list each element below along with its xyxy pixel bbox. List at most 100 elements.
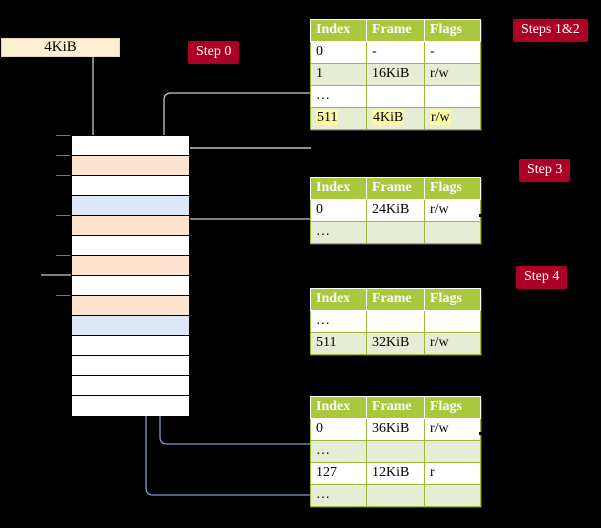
column-header-flags: Flags bbox=[424, 288, 481, 311]
size-label-box: 4KiB bbox=[1, 38, 120, 57]
table-header-row: Index Frame Flags bbox=[310, 177, 481, 200]
memory-tick bbox=[56, 155, 70, 156]
memory-row bbox=[72, 256, 189, 276]
highlighted-value: 511 bbox=[316, 110, 339, 125]
badge-step-3: Step 3 bbox=[519, 159, 571, 182]
memory-row bbox=[72, 276, 189, 296]
cell-index: … bbox=[310, 484, 367, 507]
page-table-level-0: Index Frame Flags 0 - - 1 16KiB r/w … bbox=[310, 19, 481, 130]
column-header-frame: Frame bbox=[366, 177, 425, 200]
column-header-index: Index bbox=[310, 288, 367, 311]
table-row: 1 16KiB r/w bbox=[310, 63, 481, 86]
cell-flags bbox=[424, 484, 481, 507]
column-header-index: Index bbox=[310, 396, 367, 419]
cell-frame bbox=[366, 484, 425, 507]
cell-frame bbox=[366, 85, 425, 108]
table-edge-stub bbox=[479, 432, 483, 435]
cell-index: 0 bbox=[310, 418, 367, 441]
table-row: 511 32KiB r/w bbox=[310, 332, 481, 355]
cell-index: 0 bbox=[310, 41, 367, 64]
cell-frame: 4KiB bbox=[366, 107, 425, 130]
memory-row bbox=[72, 136, 189, 156]
memory-row bbox=[72, 356, 189, 376]
badge-step-4: Step 4 bbox=[516, 266, 568, 289]
cell-flags: r/w bbox=[424, 332, 481, 355]
wire-memory-to-t4-row0 bbox=[159, 415, 311, 445]
cell-flags bbox=[424, 85, 481, 108]
cell-flags bbox=[424, 440, 481, 463]
highlighted-value: 4KiB bbox=[372, 110, 405, 125]
table-row: 0 - - bbox=[310, 41, 481, 64]
table-row: … bbox=[310, 221, 481, 244]
column-header-frame: Frame bbox=[366, 288, 425, 311]
cell-flags: r/w bbox=[424, 418, 481, 441]
column-header-frame: Frame bbox=[366, 396, 425, 419]
cell-frame: 24KiB bbox=[366, 199, 425, 222]
cell-frame bbox=[366, 221, 425, 244]
table-edge-stub bbox=[479, 214, 483, 217]
cell-frame: 36KiB bbox=[366, 418, 425, 441]
cell-index: 0 bbox=[310, 199, 367, 222]
cell-index: … bbox=[310, 85, 367, 108]
memory-tick bbox=[56, 175, 70, 176]
cell-flags: r bbox=[424, 462, 481, 485]
table-row: 0 24KiB r/w bbox=[310, 199, 481, 222]
cell-index: … bbox=[310, 440, 367, 463]
table-header-row: Index Frame Flags bbox=[310, 396, 481, 419]
memory-tick bbox=[56, 135, 70, 136]
table-row: 511 4KiB r/w bbox=[310, 107, 481, 130]
table-edge-stub bbox=[479, 140, 483, 143]
table-row: 127 12KiB r bbox=[310, 462, 481, 485]
table-row: … bbox=[310, 484, 481, 507]
page-table-level-2: Index Frame Flags … 511 32KiB r/w bbox=[310, 288, 481, 355]
page-table-level-3: Index Frame Flags 0 36KiB r/w … 127 12Ki… bbox=[310, 396, 481, 507]
wire-memory-to-t4-row127 bbox=[145, 415, 311, 496]
memory-row bbox=[72, 316, 189, 336]
table-header-row: Index Frame Flags bbox=[310, 19, 481, 42]
badge-steps-1-2: Steps 1&2 bbox=[513, 19, 588, 42]
memory-row bbox=[72, 376, 189, 396]
physical-memory-block bbox=[71, 135, 190, 416]
memory-row bbox=[72, 196, 189, 216]
cell-flags bbox=[424, 221, 481, 244]
cell-flags: - bbox=[424, 41, 481, 64]
table-header-row: Index Frame Flags bbox=[310, 288, 481, 311]
memory-row bbox=[72, 216, 189, 236]
page-table-level-1: Index Frame Flags 0 24KiB r/w … bbox=[310, 177, 481, 244]
cell-index: 1 bbox=[310, 63, 367, 86]
memory-row bbox=[72, 156, 189, 176]
cell-flags: r/w bbox=[424, 199, 481, 222]
column-header-flags: Flags bbox=[424, 19, 481, 42]
memory-tick bbox=[56, 215, 70, 216]
cell-index: 511 bbox=[310, 332, 367, 355]
memory-row bbox=[72, 176, 189, 196]
cell-index: … bbox=[310, 310, 367, 333]
cell-index: 127 bbox=[310, 462, 367, 485]
cell-frame: - bbox=[366, 41, 425, 64]
cell-frame bbox=[366, 310, 425, 333]
cell-frame bbox=[366, 440, 425, 463]
memory-row bbox=[72, 296, 189, 316]
badge-step-0: Step 0 bbox=[188, 41, 240, 64]
cell-index: … bbox=[310, 221, 367, 244]
column-header-frame: Frame bbox=[366, 19, 425, 42]
column-header-flags: Flags bbox=[424, 396, 481, 419]
table-row: 0 36KiB r/w bbox=[310, 418, 481, 441]
table-row: … bbox=[310, 85, 481, 108]
memory-tick bbox=[56, 255, 70, 256]
table-row: … bbox=[310, 310, 481, 333]
wire-t2-row0-to-memory bbox=[174, 218, 311, 307]
highlighted-value: r/w bbox=[430, 110, 451, 125]
memory-row bbox=[72, 236, 189, 256]
cell-flags: r/w bbox=[424, 63, 481, 86]
column-header-index: Index bbox=[310, 177, 367, 200]
cell-flags: r/w bbox=[424, 107, 481, 130]
cell-flags bbox=[424, 310, 481, 333]
column-header-flags: Flags bbox=[424, 177, 481, 200]
memory-tick bbox=[56, 295, 70, 296]
cell-frame: 12KiB bbox=[366, 462, 425, 485]
table-row: … bbox=[310, 440, 481, 463]
cell-frame: 16KiB bbox=[366, 63, 425, 86]
memory-row bbox=[72, 336, 189, 356]
